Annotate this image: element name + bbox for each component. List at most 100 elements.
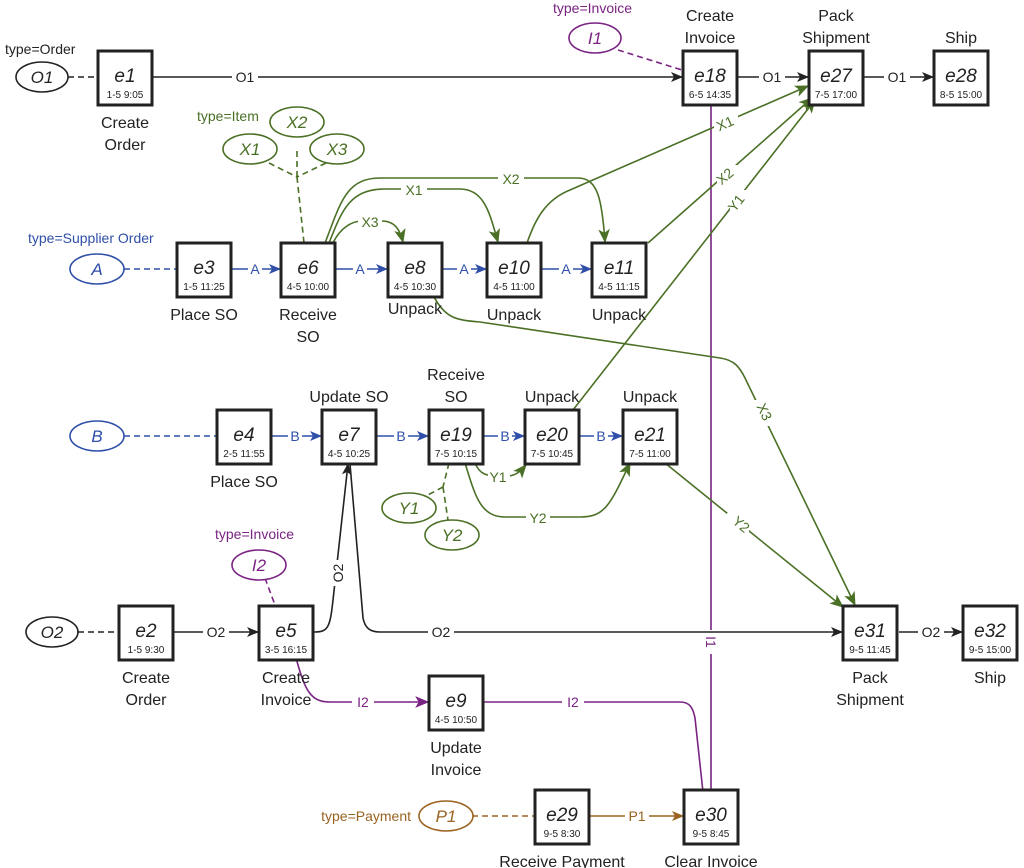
edge-e20-e27-Y1[interactable]: Y1 (572, 99, 816, 411)
edge-e31-e32-O2[interactable]: O2 (899, 623, 963, 641)
event-id: e5 (275, 621, 297, 642)
edge-label-I2: I2 (567, 694, 579, 710)
event-timestamp: 1-5 9:30 (128, 645, 165, 656)
event-timestamp: 4-5 10:30 (394, 282, 437, 293)
event-activity-label: Create (101, 115, 149, 132)
type-label-supplier-order: type=Supplier Order (28, 230, 154, 246)
edge-e2-e5-O2[interactable]: O2 (174, 623, 259, 641)
event-node-e20[interactable]: e20 7-5 10:45 Unpack (523, 389, 581, 466)
object-label: X1 (239, 140, 261, 159)
edge-e3-e6-A[interactable]: A (232, 260, 281, 278)
event-activity-label: Invoice (685, 30, 736, 47)
edge-e6-e8-A[interactable]: A (336, 260, 388, 278)
object-O2[interactable]: O2 (25, 616, 79, 648)
event-box (175, 241, 233, 299)
event-activity-label: SO (444, 389, 467, 406)
edge-e20-e21-B[interactable]: B (579, 427, 623, 445)
edge-e8-e31-X3[interactable]: X3 (432, 294, 856, 607)
object-O1[interactable]: O1 (15, 61, 69, 93)
edge-e10-e27-X1[interactable]: X1 (526, 85, 810, 244)
edge-e19-e20-B[interactable]: B (483, 427, 525, 445)
object-X3[interactable]: X3 (309, 133, 365, 165)
edge-e10-e11-A[interactable]: A (542, 260, 592, 278)
edge-e5-e9-I2[interactable]: I2 (295, 657, 430, 710)
event-activity-label: Shipment (802, 30, 870, 47)
edge-label-O1: O1 (763, 69, 782, 85)
edge-e6-e11-X2[interactable]: X2 (324, 170, 610, 244)
event-timestamp: 7-5 10:15 (435, 449, 478, 460)
event-activity-label: Create (122, 670, 170, 687)
event-id: e32 (974, 621, 1006, 642)
edge-e1-e18-O1[interactable]: O1 (152, 68, 683, 86)
object-P1[interactable]: P1 (418, 800, 474, 832)
event-box (961, 604, 1019, 662)
event-id: e20 (536, 425, 568, 446)
event-box (533, 788, 591, 846)
event-box (841, 604, 899, 662)
event-activity-label: Create (262, 670, 310, 687)
object-I1[interactable]: I1 (568, 22, 622, 54)
edge-e21-e31-Y2[interactable]: Y2 (664, 462, 844, 608)
object-Y1[interactable]: Y1 (381, 492, 437, 524)
edge-e29-e30-P1[interactable]: P1 (590, 807, 684, 825)
edge-e11-e27-X2[interactable]: X2 (647, 97, 813, 244)
type-label-order: type=Order (5, 41, 76, 57)
event-id: e11 (604, 258, 634, 279)
event-activity-label: SO (296, 329, 319, 346)
object-X2[interactable]: X2 (269, 106, 325, 138)
object-X1[interactable]: X1 (222, 133, 278, 165)
event-id: e6 (297, 258, 319, 279)
object-B[interactable]: B (69, 420, 125, 452)
object-I2[interactable]: I2 (231, 549, 287, 581)
edge-e4-e7-B[interactable]: B (272, 427, 322, 445)
event-box (621, 408, 679, 466)
edge-e5-e7-O2[interactable]: O2 (313, 463, 352, 633)
edge-e8-e10-A[interactable]: A (443, 260, 487, 278)
edge-label-P1: P1 (628, 808, 645, 824)
edge-e6-e8-X3[interactable]: X3 (332, 213, 406, 244)
edge-e7-e19-B[interactable]: B (376, 427, 429, 445)
event-box (386, 241, 444, 299)
event-box (682, 788, 740, 846)
edge-e19-e21-Y2[interactable]: Y2 (464, 461, 631, 526)
edge-e7-e31-O2[interactable]: O2 (349, 463, 843, 641)
object-A[interactable]: A (69, 253, 125, 285)
event-box (320, 408, 378, 466)
edge-e18-e27-O1[interactable]: O1 (737, 68, 809, 86)
edge-e9-e30-I2[interactable]: I2 (484, 694, 711, 822)
object-Y2[interactable]: Y2 (424, 519, 480, 551)
event-activity-label: Ship (974, 670, 1006, 687)
edge-e19-e20-Y1[interactable]: Y1 (474, 462, 527, 485)
edge-e6-e10-X1[interactable]: X1 (328, 181, 500, 244)
event-box (279, 241, 337, 299)
edge-e18-e30-I1[interactable]: I1 (703, 104, 719, 822)
edge-e27-e28-O1[interactable]: O1 (863, 68, 934, 86)
event-box (117, 604, 175, 662)
event-id: e28 (945, 66, 977, 87)
event-timestamp: 2-5 11:55 (223, 449, 265, 460)
event-box (96, 49, 154, 107)
event-activity-label: Unpack (525, 389, 580, 406)
edge-label-I2: I2 (357, 694, 369, 710)
event-timestamp: 7-5 10:45 (531, 449, 574, 460)
